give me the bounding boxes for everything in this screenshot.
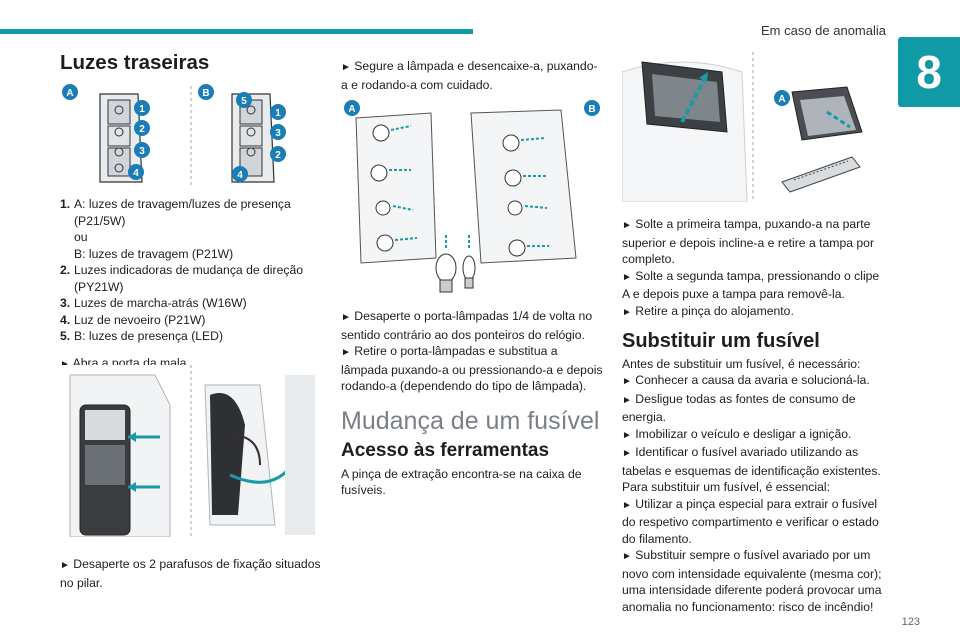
- step-remove-tweezers: ► Retire a pinça do alojamento.: [622, 303, 794, 318]
- section-title-rear-lights: Luzes traseiras: [60, 51, 210, 74]
- step-unscrew-pillar: ► Desaperte os 2 parafusos de fixação si…: [60, 557, 321, 590]
- step-release-second-cover: ► Solte a segunda tampa, pressionando o …: [622, 268, 880, 302]
- list-item: ► Imobilizar o veículo e desligar a igni…: [622, 426, 852, 441]
- figure-rear-light-clusters: A 1 2 3 4 B 5 1 3 2 4: [60, 82, 322, 190]
- svg-text:5: 5: [241, 96, 247, 107]
- replace-fuse-intro: Antes de substituir um fusível, é necess…: [622, 356, 861, 371]
- chapter-name: Em caso de anomalia: [760, 23, 886, 38]
- list-item: 4. Luz de nevoeiro (P21W): [60, 312, 206, 327]
- svg-text:1: 1: [139, 104, 145, 115]
- list-item: 5. B: luzes de presença (LED): [60, 329, 224, 343]
- figure-bulb-holders: A B: [341, 98, 603, 298]
- svg-text:A: A: [66, 88, 73, 99]
- list-item: ► Substituir sempre o fusível avariado p…: [622, 548, 882, 614]
- svg-text:4: 4: [237, 170, 243, 181]
- column-3-text: ► Solte a primeira tampa, puxando-a na p…: [622, 216, 884, 615]
- page-number: 123: [901, 616, 920, 628]
- figure-label-a-badge: A: [62, 84, 78, 100]
- list-item: ► Utilizar a pinça especial para extrair…: [622, 496, 879, 546]
- callout-badges-b: 5 1 3 2 4: [232, 92, 286, 182]
- svg-text:A: A: [348, 104, 355, 115]
- step-remove-bulb-holder: ► Retire o porta-lâmpadas e substitua a …: [341, 344, 603, 393]
- figure-label-a-badge: A: [774, 90, 790, 106]
- figure-label-b-badge: B: [584, 100, 600, 116]
- svg-text:1: 1: [275, 108, 281, 119]
- column-2-steps: ► Desaperte o porta-lâmpadas 1/4 de volt…: [341, 308, 603, 499]
- list-item: ► Desligue todas as fontes de consumo de…: [622, 391, 856, 425]
- step-unscrew-bulb-holders: ► Desaperte o porta-lâmpadas 1/4 de volt…: [341, 309, 593, 342]
- bulb-list: 1. A: luzes de travagem/luzes de presenç…: [60, 196, 322, 345]
- section-title-fuse-change: Mudança de um fusível: [341, 406, 600, 435]
- figure-label-b-badge: B: [198, 84, 214, 100]
- figure-label-a-badge: A: [344, 100, 360, 116]
- svg-text:3: 3: [139, 146, 145, 157]
- list-item: 1. A: luzes de travagem/luzes de presenç…: [60, 197, 291, 261]
- figure-tailgate-screws: [60, 365, 322, 537]
- subsection-title-replace-fuse: Substituir um fusível: [622, 330, 820, 352]
- svg-text:4: 4: [133, 168, 139, 179]
- list-item: 3. Luzes de marcha-atrás (W16W): [60, 296, 247, 310]
- bulb-drawing: [435, 253, 476, 293]
- column-2-top: ► Segure a lâmpada e desencaixe-a, puxan…: [341, 58, 603, 93]
- step-unscrew-pillar-block: ► Desaperte os 2 parafusos de fixação si…: [60, 556, 322, 591]
- replace-fuse-intro-2: Para substituir um fusível, é essencial:: [622, 480, 830, 494]
- svg-text:B: B: [202, 88, 209, 99]
- svg-text:2: 2: [139, 124, 145, 135]
- column-1: Luzes traseiras: [60, 51, 322, 74]
- svg-text:B: B: [588, 104, 595, 115]
- chapter-number-tab: 8: [898, 37, 960, 107]
- header-accent-bar: [0, 29, 473, 34]
- svg-text:2: 2: [275, 150, 281, 161]
- step-hold-bulb: ► Segure a lâmpada e desencaixe-a, puxan…: [341, 59, 598, 92]
- subsection-title-tools-access: Acesso às ferramentas: [341, 440, 550, 461]
- tools-location-text: A pinça de extração encontra-se na caixa…: [341, 466, 582, 498]
- list-item: ► Identificar o fusível avariado utiliza…: [622, 445, 881, 478]
- figure-fuse-box-covers: A: [622, 52, 884, 202]
- light-cluster-a-drawing: [99, 93, 143, 183]
- list-item: 2. Luzes indicadoras de mudança de direç…: [60, 263, 304, 294]
- callout-badges-a: 1 2 3 4: [128, 100, 150, 180]
- list-item: ► Conhecer a causa da avaria e solucioná…: [622, 373, 870, 387]
- step-release-first-cover: ► Solte a primeira tampa, puxando-a na p…: [622, 217, 875, 266]
- svg-text:A: A: [778, 94, 785, 105]
- bulb-list-block: 1. A: luzes de travagem/luzes de presenç…: [60, 196, 322, 373]
- svg-text:3: 3: [275, 128, 281, 139]
